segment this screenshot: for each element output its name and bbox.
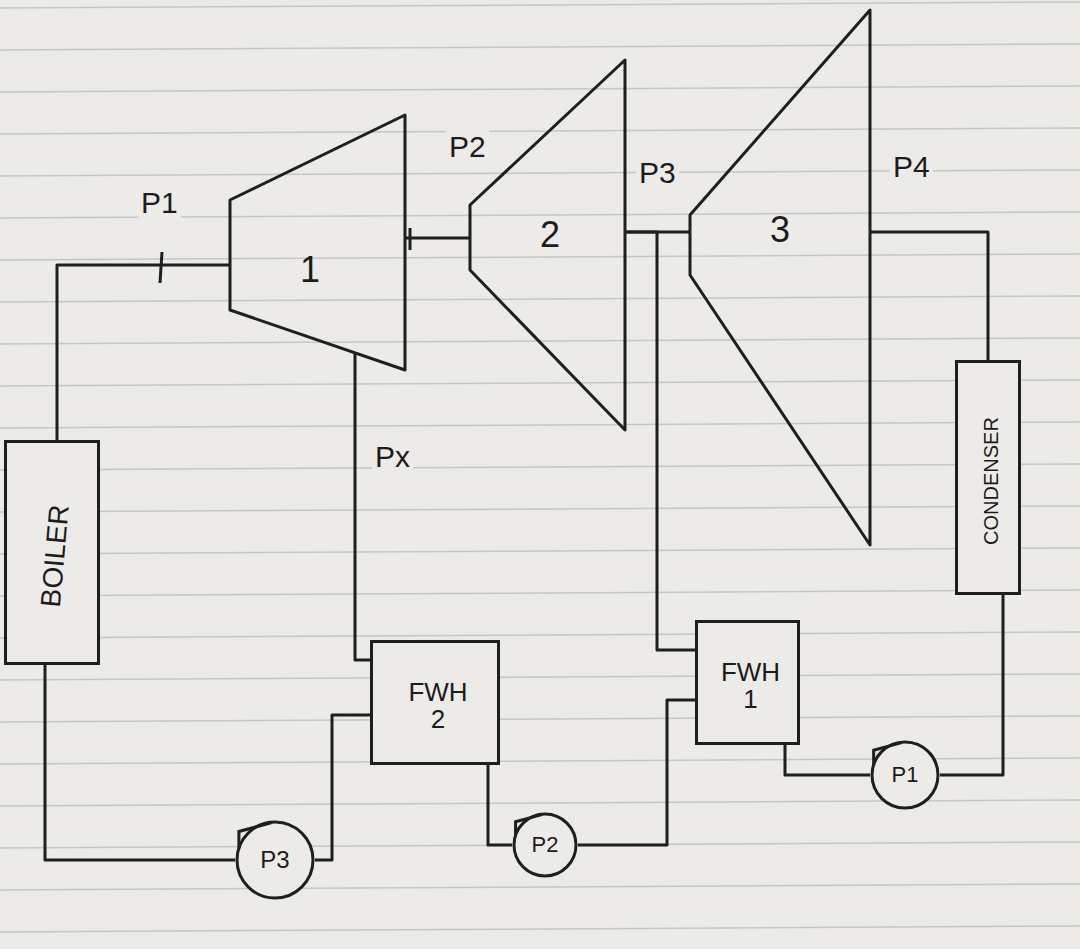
stage-number: 3 [770, 211, 790, 249]
pump-symbol: P3 [235, 820, 315, 900]
pipe-line [870, 232, 988, 360]
pressure-tick [160, 252, 162, 283]
equipment-box: FWH 1 [695, 620, 800, 745]
pipe-line [315, 715, 370, 860]
pump-outlet [239, 823, 271, 849]
pressure-label: P4 [890, 150, 933, 183]
equipment-label: FWH 2 [398, 678, 478, 733]
equipment-label: P2 [532, 833, 559, 856]
equipment-label: P1 [892, 763, 919, 786]
pump-circle [514, 814, 576, 876]
stage-number: 2 [540, 216, 560, 254]
pump-circle [237, 822, 313, 898]
pipe-line [45, 665, 235, 860]
turbine-outline [690, 10, 870, 545]
pump-circle [872, 742, 938, 808]
turbine-stage: 1 [230, 115, 405, 370]
turbine-stage: 3 [690, 10, 870, 545]
pipe-line [57, 265, 230, 440]
pipe-line [578, 700, 695, 845]
pressure-label: P3 [636, 156, 679, 189]
equipment-box: CONDENSER [955, 360, 1021, 595]
pipe-line [785, 745, 870, 775]
pump-symbol: P2 [512, 812, 578, 878]
equipment-label: P3 [260, 847, 289, 872]
turbine-outline [230, 115, 405, 370]
pipe-line [405, 237, 470, 240]
pump-symbol: P1 [870, 740, 940, 810]
equipment-box: FWH 2 [370, 640, 500, 765]
pressure-label: Px [372, 440, 413, 473]
stage-number: 1 [300, 251, 320, 289]
equipment-label: FWH 1 [711, 658, 791, 713]
turbine-shape [470, 60, 625, 430]
ruled-lines [0, 2, 1080, 932]
pipe-line [355, 353, 370, 660]
equipment-label: BOILER [36, 503, 74, 608]
pipe-line [488, 765, 512, 845]
equipment-box: BOILER [4, 440, 100, 665]
pipe-line [625, 232, 695, 650]
turbine-shape [230, 115, 405, 370]
turbine-shape [690, 10, 870, 545]
pressure-label: P1 [138, 186, 181, 219]
turbine-stage: 2 [470, 60, 625, 430]
pressure-label: P2 [446, 130, 489, 163]
pipe-line [940, 595, 1003, 775]
pump-outlet [874, 743, 902, 765]
equipment-label: CONDENSER [981, 417, 1002, 545]
